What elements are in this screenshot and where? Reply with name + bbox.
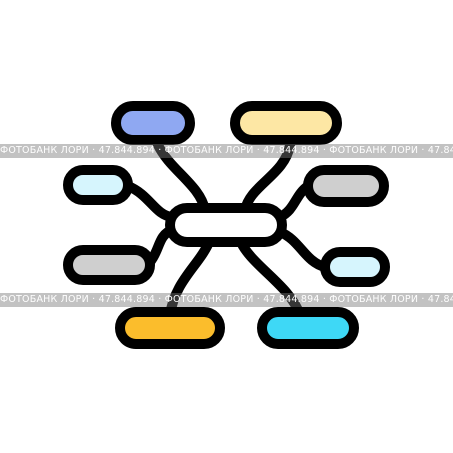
connector-right-lower xyxy=(275,227,330,272)
node-center xyxy=(165,203,287,247)
node-left-lower xyxy=(63,245,155,285)
connector-top-left xyxy=(153,140,210,215)
node-bottom-left xyxy=(115,307,225,349)
connector-top-right xyxy=(240,140,295,215)
node-top-left xyxy=(111,101,195,145)
node-right-lower xyxy=(320,247,390,287)
watermark-strip: ФОТОБАНК ЛОРИ · 47.844.894 · ФОТОБАНК ЛО… xyxy=(0,293,453,307)
node-right-upper xyxy=(303,165,389,207)
node-top-right xyxy=(230,101,342,145)
node-bottom-right xyxy=(257,307,359,349)
node-left-upper xyxy=(63,165,133,205)
watermark-strip: ФОТОБАНК ЛОРИ · 47.844.894 · ФОТОБАНК ЛО… xyxy=(0,144,453,158)
connector-bottom-left xyxy=(165,235,215,320)
connector-bottom-right xyxy=(235,235,305,320)
connector-left-upper xyxy=(123,181,177,222)
nodes xyxy=(63,101,390,349)
